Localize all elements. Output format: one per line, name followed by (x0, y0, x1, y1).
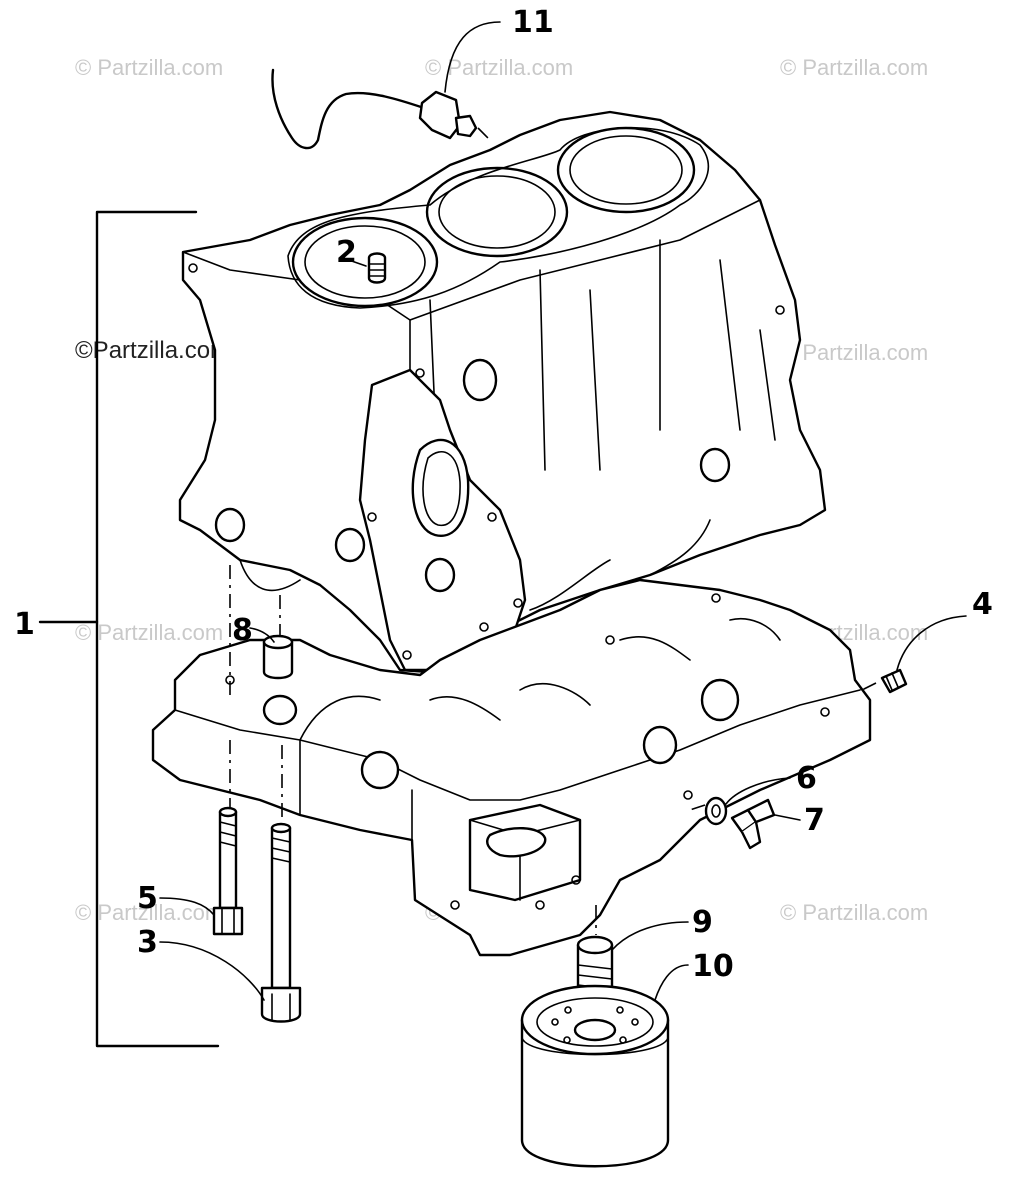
callout-1: 1 (14, 607, 35, 642)
crankcase-bolts (212, 806, 302, 1023)
leader-lines (159, 21, 967, 1001)
callout-5: 5 (137, 881, 158, 916)
callout-6: 6 (796, 761, 817, 796)
dowel-pin (367, 252, 387, 284)
callout-2: 2 (336, 235, 357, 270)
oil-filter (520, 984, 670, 1168)
cylinder-block (178, 110, 827, 674)
watermark: © Partzilla.com (780, 55, 928, 80)
callout-10: 10 (692, 949, 734, 984)
callout-3: 3 (137, 925, 158, 960)
watermark: © Partzilla.com (75, 620, 223, 645)
washer (704, 796, 728, 826)
watermark: © Partzilla.com (780, 340, 928, 365)
watermark-main: ©Partzilla.com (75, 337, 230, 364)
callout-4: 4 (972, 587, 993, 622)
callout-9: 9 (692, 905, 713, 940)
callouts: 11 2 1 8 4 6 7 5 3 9 10 (14, 5, 993, 984)
callout-7: 7 (804, 803, 825, 838)
lower-crankcase (151, 578, 872, 957)
plug (880, 668, 908, 694)
watermark: © Partzilla.com (780, 900, 928, 925)
knock-sensor (271, 68, 478, 150)
sleeve (262, 634, 294, 680)
callout-11: 11 (512, 5, 554, 40)
watermark: © Partzilla.com (75, 55, 223, 80)
center-lines (229, 127, 877, 935)
assembly-bracket (38, 210, 220, 1048)
drain-bolt (730, 798, 776, 850)
callout-8: 8 (232, 613, 253, 648)
